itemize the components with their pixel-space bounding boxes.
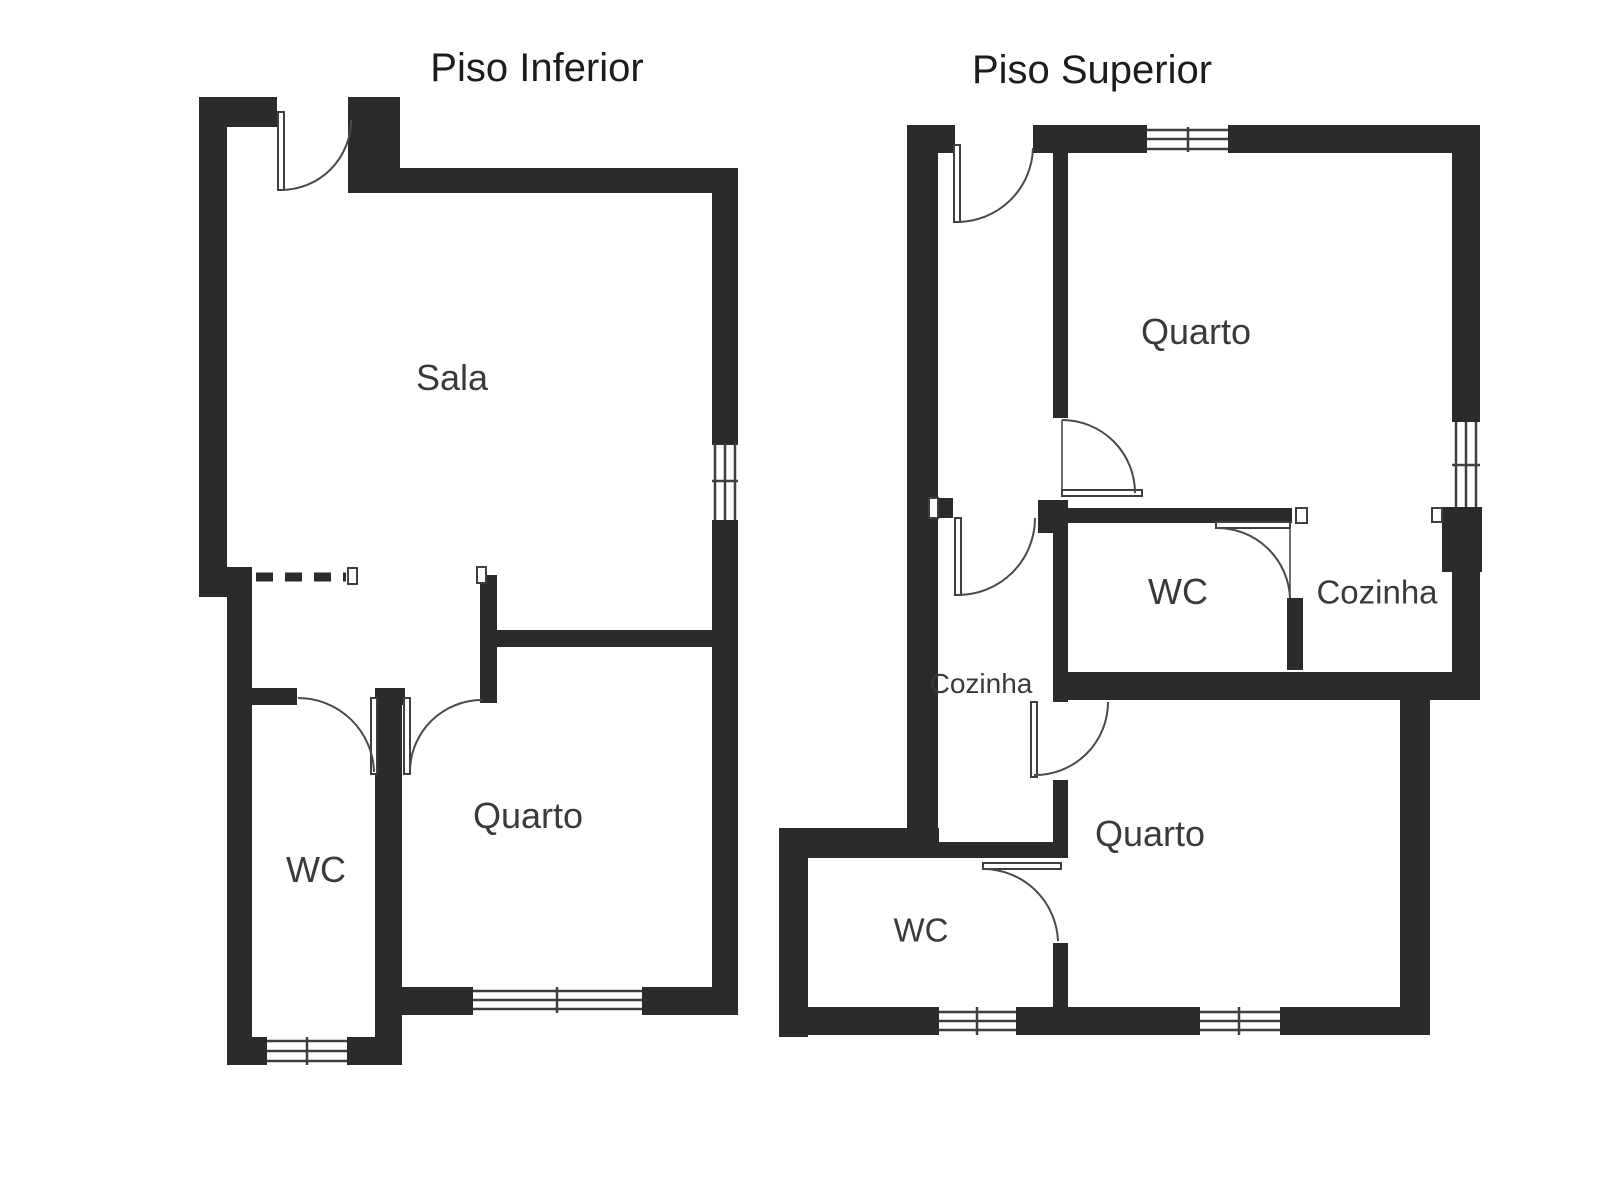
quarto-bottom-door-swing bbox=[1030, 701, 1109, 778]
wall-segment bbox=[497, 630, 712, 647]
lower-plan-doors bbox=[277, 111, 483, 775]
wall-end-cap bbox=[1295, 507, 1308, 524]
lower-plan-stair-dashes bbox=[256, 567, 358, 585]
wall-segment bbox=[712, 168, 738, 445]
window-symbol bbox=[712, 443, 738, 520]
window-symbol bbox=[1147, 127, 1228, 152]
wc-door-swing bbox=[297, 697, 378, 775]
wall-segment bbox=[1053, 780, 1068, 858]
upper-plan-title: Piso Superior bbox=[971, 48, 1213, 92]
wall-segment bbox=[712, 520, 738, 1015]
room-label-cozinha-left: Cozinha bbox=[929, 668, 1033, 699]
wall-end-cap bbox=[347, 567, 358, 585]
wc-mid-door-swing bbox=[1215, 521, 1291, 599]
wall-segment bbox=[252, 688, 297, 705]
entrance-door-swing bbox=[953, 144, 1034, 223]
wall-segment bbox=[938, 498, 953, 518]
room-label-sala: Sala bbox=[415, 357, 489, 398]
wall-segment bbox=[1053, 943, 1068, 1007]
upper-plan-doors bbox=[953, 144, 1291, 942]
wall-segment bbox=[1053, 533, 1068, 702]
room-label-wc-bottom: WC bbox=[893, 911, 949, 949]
wall-segment bbox=[779, 828, 808, 1037]
lower-plan-walls bbox=[199, 97, 738, 1065]
wall-segment bbox=[480, 575, 497, 703]
upper-plan-windows bbox=[939, 127, 1480, 1035]
wall-segment bbox=[347, 1037, 402, 1065]
room-label-cozinha-right: Cozinha bbox=[1316, 573, 1438, 611]
wall-segment bbox=[907, 125, 938, 842]
window-symbol bbox=[267, 1037, 347, 1065]
entrance-door-swing bbox=[277, 111, 352, 191]
wall-segment bbox=[1068, 508, 1292, 523]
wall-segment bbox=[1280, 1007, 1430, 1035]
room-label-quarto-lower: Quarto bbox=[472, 795, 584, 836]
wall-end-cap bbox=[1431, 507, 1443, 523]
window-symbol bbox=[473, 987, 642, 1013]
lower-plan-windows bbox=[267, 443, 738, 1065]
wall-segment bbox=[779, 1007, 939, 1035]
wall-segment bbox=[199, 97, 227, 597]
wall-end-cap bbox=[476, 566, 487, 584]
wall-segment bbox=[348, 97, 400, 193]
room-label-wc-mid: WC bbox=[1148, 571, 1208, 612]
upper-plan-walls bbox=[779, 125, 1482, 1037]
window-symbol bbox=[939, 1007, 1016, 1035]
wc-bottom-door-swing bbox=[982, 862, 1062, 942]
wall-segment bbox=[907, 125, 955, 153]
room-label-wc-lower: WC bbox=[286, 849, 346, 890]
wall-segment bbox=[227, 1037, 267, 1065]
quarto-door-swing bbox=[403, 697, 483, 775]
wall-segment bbox=[375, 688, 405, 705]
wall-segment bbox=[1442, 507, 1482, 572]
window-symbol bbox=[1452, 422, 1480, 507]
wall-segment bbox=[1033, 125, 1147, 153]
wall-segment bbox=[1016, 1007, 1200, 1035]
wall-end-cap bbox=[928, 497, 939, 519]
wall-segment bbox=[1287, 598, 1303, 670]
wall-segment bbox=[1053, 672, 1405, 700]
wall-segment bbox=[400, 168, 738, 193]
wall-segment bbox=[939, 842, 1066, 858]
wall-segment bbox=[1400, 687, 1430, 1035]
wall-segment bbox=[1228, 125, 1480, 153]
wall-segment bbox=[642, 987, 738, 1015]
wall-segment bbox=[227, 567, 252, 1065]
wall-segment bbox=[1038, 500, 1068, 533]
window-symbol bbox=[1200, 1007, 1280, 1035]
wall-segment bbox=[1053, 153, 1068, 418]
room-label-quarto-top: Quarto bbox=[1140, 311, 1252, 352]
cozinha-door-swing bbox=[954, 517, 1036, 596]
quarto-top-door-swing bbox=[1061, 419, 1143, 497]
wall-segment bbox=[1452, 125, 1480, 422]
room-label-quarto-bottom: Quarto bbox=[1094, 813, 1206, 854]
wall-segment bbox=[397, 987, 473, 1015]
wall-segment bbox=[199, 97, 277, 127]
lower-plan-title: Piso Inferior bbox=[430, 46, 644, 90]
